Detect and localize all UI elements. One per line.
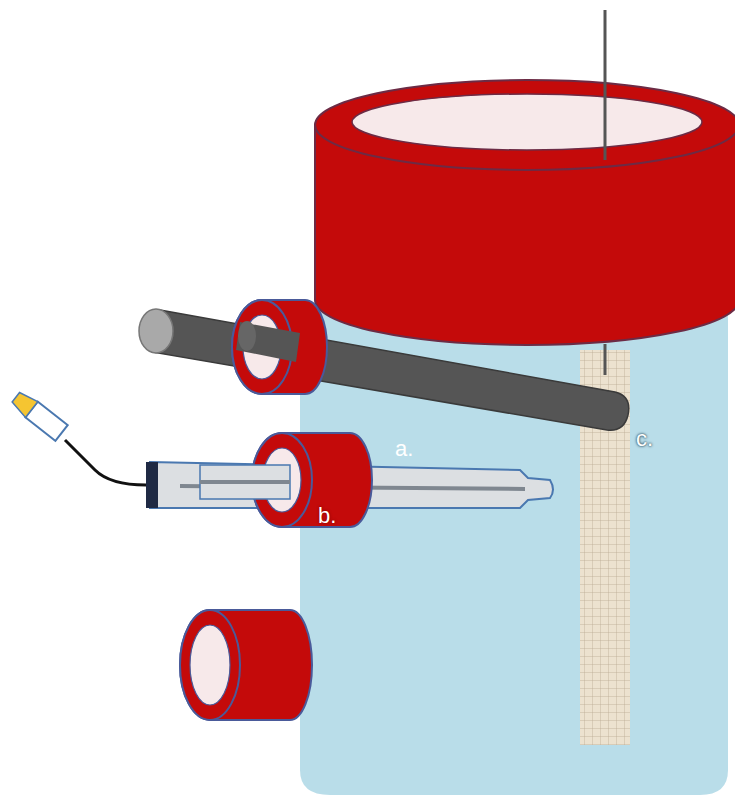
side-port-cap [180,610,312,720]
connector-plug [10,389,68,440]
side-port-cap [232,300,327,394]
wire [604,10,607,160]
graphite-rod [152,310,629,430]
callout-letter: c. [636,428,653,450]
callout-letter: a. [395,438,413,460]
cable [65,440,146,485]
callout-letter: b. [318,505,336,527]
